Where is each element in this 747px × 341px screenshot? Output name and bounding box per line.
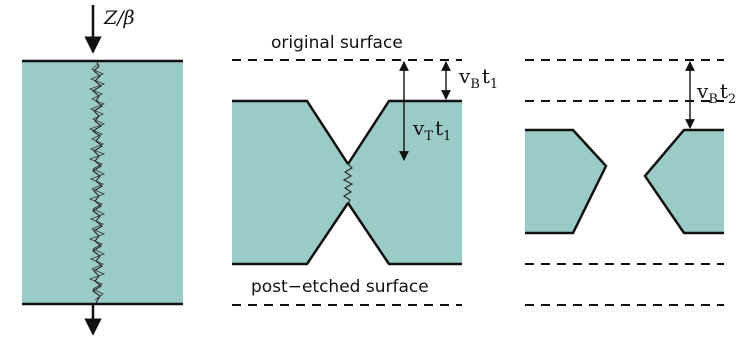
t2-left-surface — [525, 128, 608, 235]
etched-sample-t2-left — [525, 130, 606, 233]
latent-damage-track-scatter — [88, 63, 106, 301]
etched-top-surface-left — [232, 99, 350, 165]
etched-sample-t1 — [232, 101, 462, 264]
etched-sample-t2-right — [645, 130, 724, 233]
t2-right-surface — [643, 128, 724, 235]
original-surface-label: original surface — [271, 33, 403, 53]
remaining-damage-track — [342, 163, 354, 204]
etched-bottom-surface-left — [232, 202, 350, 266]
etched-top-surface-right — [346, 99, 462, 165]
panel-unetched: Z/β — [22, 5, 183, 336]
etched-bottom-surface-right — [346, 202, 462, 266]
beam-label: Z/β — [103, 7, 135, 29]
unetched-sample — [22, 61, 183, 304]
post-etched-surface-label: post−etched surface — [251, 277, 429, 297]
